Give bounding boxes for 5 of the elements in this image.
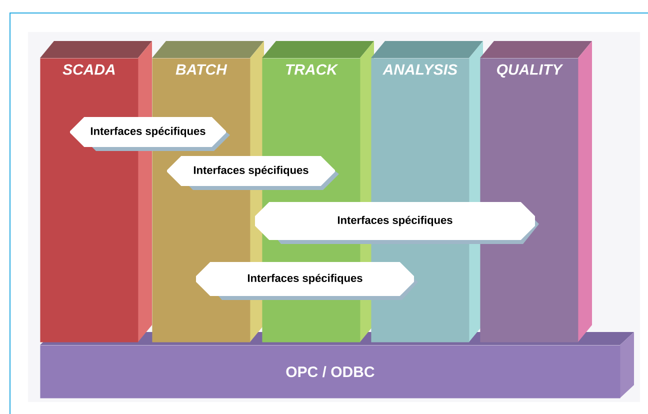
column: QUALITY [480,41,592,342]
base-block: OPC / ODBC [40,332,634,398]
interface-cloud: Interfaces spécifiques [196,262,418,300]
interface-cloud: Interfaces spécifiques [167,156,339,190]
interface-cloud: Interfaces spécifiques [255,202,539,244]
